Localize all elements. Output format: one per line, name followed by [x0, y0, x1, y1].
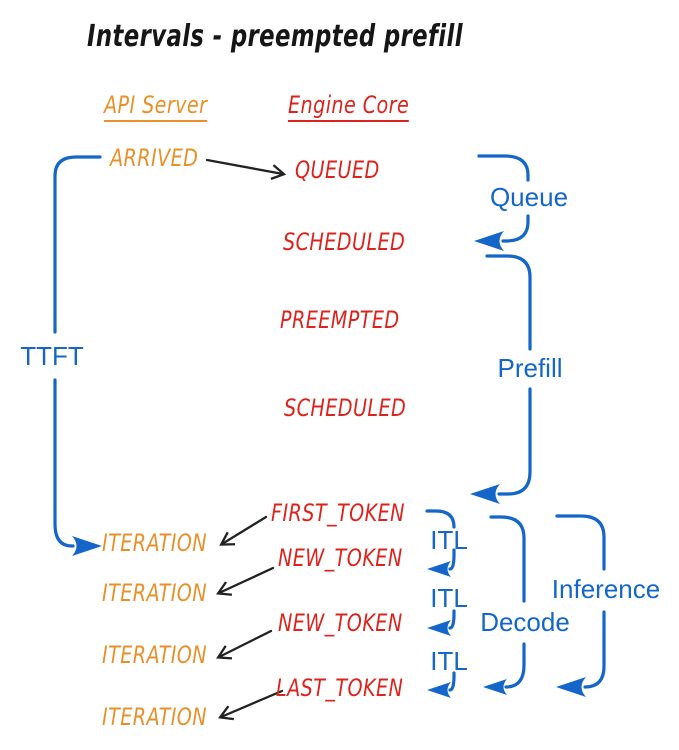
event-scheduled-1: SCHEDULED — [283, 228, 406, 256]
queue-bracket-arrow — [474, 214, 530, 251]
decode-bracket-arrow — [483, 642, 526, 695]
event-iteration-1: ITERATION — [102, 529, 208, 557]
interval-itl-label-3: ITL — [430, 646, 468, 676]
interval-queue-label: Queue — [489, 182, 569, 212]
prefill-bracket-arrow — [470, 387, 532, 504]
event-first-token: FIRST_TOKEN — [271, 499, 405, 527]
event-new-token-1: NEW_TOKEN — [278, 544, 403, 572]
itl1-bracket-arrow — [427, 548, 456, 577]
prefill-bracket-top — [485, 254, 532, 351]
interval-decode-label: Decode — [480, 607, 570, 637]
engine-core-header: Engine Core — [288, 93, 410, 122]
event-scheduled-2: SCHEDULED — [284, 394, 407, 422]
event-queued: QUEUED — [295, 156, 380, 184]
itl1-bracket-top — [425, 509, 456, 529]
event-new-token-2: NEW_TOKEN — [278, 609, 403, 637]
interval-itl-label-2: ITL — [430, 583, 468, 613]
interval-inference-label: Inference — [551, 574, 661, 604]
event-iteration-4: ITERATION — [102, 703, 208, 731]
inference-bracket-top — [555, 514, 606, 571]
event-iteration-2: ITERATION — [102, 579, 208, 607]
new-token2-to-iteration-arrow — [216, 629, 273, 660]
first-token-to-iteration-arrow — [219, 515, 268, 546]
ttft-bracket-top — [53, 155, 102, 334]
decode-bracket-top — [489, 515, 526, 603]
queue-bracket-top — [477, 154, 530, 182]
interval-prefill-label: Prefill — [497, 353, 563, 383]
diagram-title: Intervals - preempted prefill — [87, 19, 463, 54]
interval-ttft-label: TTFT — [20, 341, 84, 371]
itl3-bracket-arrow — [427, 671, 456, 698]
arrived-to-queued-arrow — [205, 158, 287, 180]
ttft-bracket-arrow — [53, 378, 102, 556]
event-last-token: LAST_TOKEN — [276, 674, 404, 702]
inference-bracket-arrow — [556, 610, 606, 697]
api-server-header: API Server — [104, 93, 208, 122]
interval-itl-label-1: ITL — [430, 525, 468, 555]
event-preempted: PREEMPTED — [280, 306, 400, 334]
event-arrived: ARRIVED — [110, 144, 199, 172]
last-token-to-iteration-arrow — [217, 689, 284, 721]
event-iteration-3: ITERATION — [102, 641, 208, 669]
new-token1-to-iteration-arrow — [216, 566, 275, 596]
itl2-bracket-arrow — [427, 609, 456, 636]
